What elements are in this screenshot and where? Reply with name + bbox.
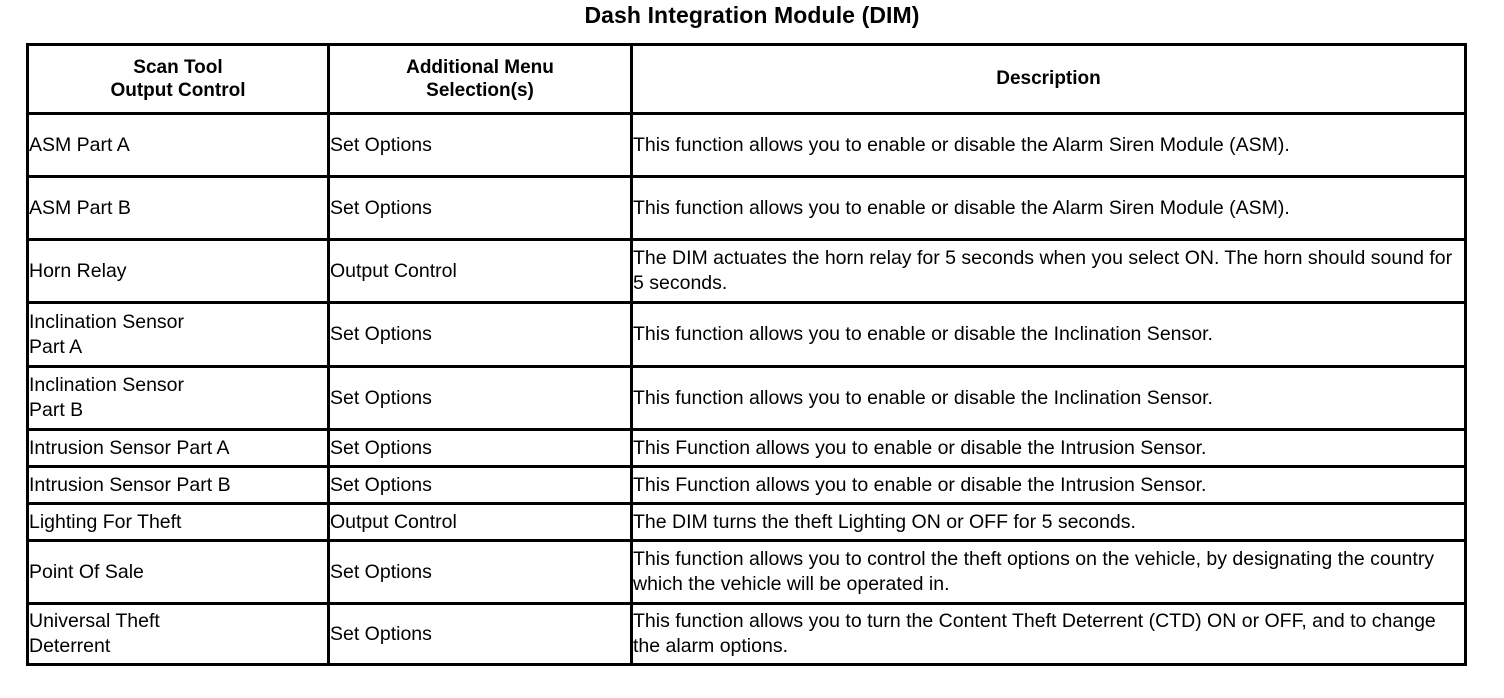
cell-menu-selection: Set Options xyxy=(327,428,633,468)
cell-description: The DIM actuates the horn relay for 5 se… xyxy=(630,238,1467,304)
column-header-menu-line-2: Selection(s) xyxy=(426,80,534,101)
cell-menu-selection: Set Options xyxy=(327,465,633,505)
cell-menu-selection: Output Control xyxy=(327,238,633,304)
cell-description: This Function allows you to enable or di… xyxy=(630,465,1467,505)
table-row: ASM Part A Set Options This function all… xyxy=(26,112,1467,178)
cell-description: The DIM turns the theft Lighting ON or O… xyxy=(630,502,1467,542)
cell-scan-tool: Inclination Sensor Part A xyxy=(26,301,330,368)
cell-menu-selection: Output Control xyxy=(327,502,633,542)
table-row: ASM Part B Set Options This function all… xyxy=(26,175,1467,241)
cell-menu-selection: Set Options xyxy=(327,539,633,605)
cell-description: This function allows you to control the … xyxy=(630,539,1467,605)
column-header-additional-menu-selections: Additional Menu Selection(s) xyxy=(327,43,633,115)
table-header: Scan Tool Output Control Additional Menu… xyxy=(26,43,1467,115)
cell-description: This function allows you to enable or di… xyxy=(630,112,1467,178)
cell-description: This function allows you to turn the Con… xyxy=(630,602,1467,666)
table-header-row: Scan Tool Output Control Additional Menu… xyxy=(26,43,1467,115)
table-row: Horn Relay Output Control The DIM actuat… xyxy=(26,238,1467,304)
column-header-scan-tool-output-control: Scan Tool Output Control xyxy=(26,43,330,115)
cell-menu-selection: Set Options xyxy=(327,365,633,431)
cell-menu-selection: Set Options xyxy=(327,301,633,368)
cell-scan-tool: Lighting For Theft xyxy=(26,502,330,542)
cell-scan-tool: Universal Theft Deterrent xyxy=(26,602,330,666)
cell-menu-selection: Set Options xyxy=(327,175,633,241)
table-row: Inclination Sensor Part B Set Options Th… xyxy=(26,365,1467,431)
cell-menu-selection: Set Options xyxy=(327,602,633,666)
cell-scan-tool: ASM Part B xyxy=(26,175,330,241)
table-row: Lighting For Theft Output Control The DI… xyxy=(26,502,1467,542)
column-header-description: Description xyxy=(630,43,1467,115)
column-header-scan-tool-line-1: Scan Tool xyxy=(133,56,223,78)
cell-scan-tool: Horn Relay xyxy=(26,238,330,304)
table-row: Point Of Sale Set Options This function … xyxy=(26,539,1467,605)
dim-output-control-table: Scan Tool Output Control Additional Menu… xyxy=(26,43,1467,666)
column-header-menu-line-1: Additional Menu xyxy=(406,56,554,78)
table-row: Intrusion Sensor Part B Set Options This… xyxy=(26,465,1467,505)
table-row: Universal Theft Deterrent Set Options Th… xyxy=(26,602,1467,666)
cell-description: This function allows you to enable or di… xyxy=(630,365,1467,431)
cell-scan-tool: Point Of Sale xyxy=(26,539,330,605)
cell-scan-tool: ASM Part A xyxy=(26,112,330,178)
cell-description: This Function allows you to enable or di… xyxy=(630,428,1467,468)
cell-menu-selection: Set Options xyxy=(327,112,633,178)
cell-scan-tool: Intrusion Sensor Part A xyxy=(26,428,330,468)
table-body: ASM Part A Set Options This function all… xyxy=(26,112,1467,666)
column-header-scan-tool-line-2: Output Control xyxy=(110,80,246,101)
page-title: Dash Integration Module (DIM) xyxy=(584,2,920,28)
cell-scan-tool: Inclination Sensor Part B xyxy=(26,365,330,431)
cell-scan-tool: Intrusion Sensor Part B xyxy=(26,465,330,505)
cell-description: This function allows you to enable or di… xyxy=(630,301,1467,368)
table-row: Intrusion Sensor Part A Set Options This… xyxy=(26,428,1467,468)
cell-description: This function allows you to enable or di… xyxy=(630,175,1467,241)
table-row: Inclination Sensor Part A Set Options Th… xyxy=(26,301,1467,368)
